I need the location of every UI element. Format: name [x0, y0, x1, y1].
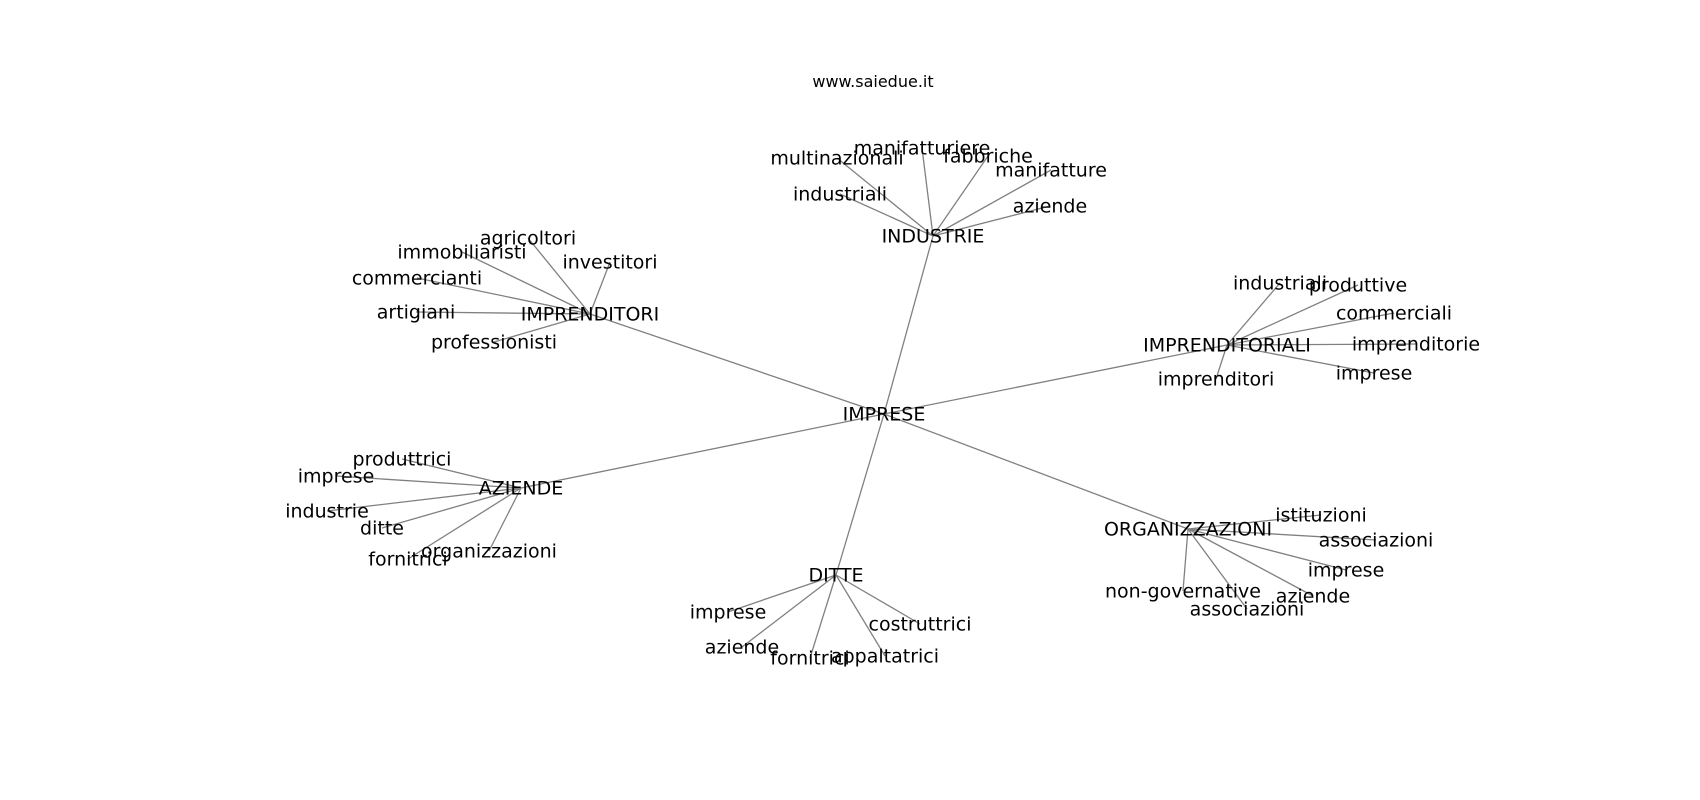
node-leaf-organizzazioni-imprese: imprese — [1308, 560, 1385, 582]
node-leaf-ditte-fornitrici: fornitrici — [770, 648, 849, 670]
edge-center-imprenditori — [589, 313, 885, 415]
node-leaf-imprenditori-commercianti: commercianti — [352, 268, 482, 290]
edge-industrie-aziende — [932, 205, 1051, 237]
edge-center-industrie — [883, 235, 934, 415]
edge-aziende-imprese — [335, 475, 522, 489]
node-leaf-imprenditori-investitori: investitori — [562, 252, 657, 274]
edge-aziende-industrie — [326, 487, 522, 512]
node-leaf-imprenditori-artigiani: artigiani — [377, 302, 456, 324]
edge-organizzazioni-associazioni — [1187, 528, 1377, 541]
edge-aziende-fornitrici — [407, 487, 522, 560]
edge-imprenditori-commercianti — [416, 277, 591, 315]
edge-ditte-aziende — [741, 574, 837, 648]
node-leaf-organizzazioni-non-governative: non-governative — [1105, 581, 1261, 603]
node-leaf-organizzazioni-istituzioni: istituzioni — [1275, 505, 1367, 527]
node-hub-imprenditori: IMPRENDITORI — [521, 304, 659, 326]
edge-aziende-produttrici — [401, 458, 522, 489]
node-leaf-aziende-ditte: ditte — [360, 518, 404, 540]
edge-imprenditori-immobiliaristi — [461, 251, 591, 315]
labels-layer: IMPRESE INDUSTRIE manifatturieremultinazio… — [285, 138, 1480, 670]
edge-industrie-manifatture — [932, 169, 1052, 237]
node-leaf-industrie-industriali: industriali — [793, 184, 887, 206]
node-leaf-ditte-costruttrici: costruttrici — [869, 614, 972, 636]
node-hub-industrie: INDUSTRIE — [882, 226, 985, 248]
node-leaf-imprenditori-agricoltori: agricoltori — [480, 228, 576, 250]
node-leaf-organizzazioni-aziende: aziende — [1276, 586, 1350, 608]
edge-industrie-manifatturiere — [921, 147, 934, 237]
edge-center-organizzazioni — [883, 413, 1189, 530]
node-leaf-imprenditoriali-produttive: produttive — [1309, 275, 1407, 297]
edges-layer — [326, 147, 1417, 659]
node-leaf-aziende-organizzazioni: organizzazioni — [421, 541, 557, 563]
edge-center-aziende — [520, 413, 885, 489]
edge-aziende-organizzazioni — [488, 487, 522, 552]
edge-imprenditoriali-industriali — [1226, 282, 1281, 346]
edge-ditte-costruttrici — [835, 574, 921, 625]
node-leaf-aziende-fornitrici: fornitrici — [368, 549, 447, 571]
node-leaf-ditte-appaltatrici: appaltatrici — [831, 646, 939, 668]
node-hub-organizzazioni: ORGANIZZAZIONI — [1104, 519, 1272, 541]
node-leaf-aziende-imprese: imprese — [298, 466, 375, 488]
node-leaf-industrie-manifatturiere: manifatturiere — [854, 138, 991, 160]
edge-industrie-multinazionali — [836, 157, 934, 237]
node-leaf-imprenditoriali-commerciali: commerciali — [1336, 303, 1452, 325]
edge-organizzazioni-aziende — [1187, 528, 1314, 597]
node-leaf-imprenditori-professionisti: professionisti — [431, 332, 557, 354]
node-hub-imprenditoriali: IMPRENDITORIALI — [1143, 335, 1311, 357]
node-leaf-imprenditoriali-imprenditorie: imprenditorie — [1352, 334, 1480, 356]
node-leaf-ditte-imprese: imprese — [690, 602, 767, 624]
edge-imprenditori-agricoltori — [527, 237, 591, 315]
node-leaf-industrie-aziende: aziende — [1013, 196, 1087, 218]
edge-ditte-appaltatrici — [835, 574, 886, 657]
edge-organizzazioni-non-governative — [1182, 528, 1189, 592]
edge-imprenditoriali-commerciali — [1226, 312, 1395, 346]
edge-center-imprenditoriali — [883, 344, 1228, 415]
node-leaf-imprenditori-immobiliaristi: immobiliaristi — [397, 242, 526, 264]
node-leaf-aziende-industrie: industrie — [285, 501, 369, 523]
edge-imprenditoriali-imprese — [1226, 344, 1375, 374]
node-leaf-industrie-fabbriche: fabbriche — [943, 146, 1033, 168]
node-center-label: IMPRESE — [843, 404, 926, 426]
node-leaf-imprenditoriali-imprese: imprese — [1336, 363, 1413, 385]
node-leaf-imprenditoriali-industriali: industriali — [1233, 273, 1327, 295]
node-leaf-industrie-manifatture: manifatture — [995, 160, 1107, 182]
edge-imprenditoriali-imprenditorie — [1226, 343, 1417, 346]
edge-organizzazioni-imprese — [1187, 528, 1347, 571]
node-leaf-imprenditoriali-imprenditori: imprenditori — [1158, 369, 1274, 391]
edge-organizzazioni-istituzioni — [1187, 514, 1322, 530]
edge-organizzazioni-associazioni — [1187, 528, 1248, 610]
edge-imprenditoriali-imprenditori — [1215, 344, 1228, 380]
edge-industrie-industriali — [839, 193, 934, 237]
node-leaf-ditte-aziende: aziende — [705, 637, 779, 659]
node-hub-aziende: AZIENDE — [479, 478, 563, 500]
node-leaf-aziende-produttrici: produttrici — [353, 449, 452, 471]
edge-imprenditoriali-produttive — [1226, 284, 1359, 346]
edge-imprenditori-investitori — [589, 261, 611, 315]
edge-ditte-fornitrici — [809, 574, 837, 659]
edge-aziende-ditte — [381, 487, 522, 529]
edge-industrie-fabbriche — [932, 155, 989, 237]
node-leaf-industrie-multinazionali: multinazionali — [770, 148, 903, 170]
edge-imprenditori-artigiani — [415, 311, 591, 315]
edge-center-ditte — [835, 413, 885, 576]
edge-ditte-imprese — [727, 574, 837, 613]
node-hub-ditte: DITTE — [808, 565, 863, 587]
node-leaf-organizzazioni-associazioni: associazioni — [1190, 599, 1305, 621]
site-title: www.saiedue.it — [812, 72, 933, 91]
node-leaf-organizzazioni-associazioni: associazioni — [1319, 530, 1434, 552]
edge-imprenditori-professionisti — [493, 313, 591, 343]
